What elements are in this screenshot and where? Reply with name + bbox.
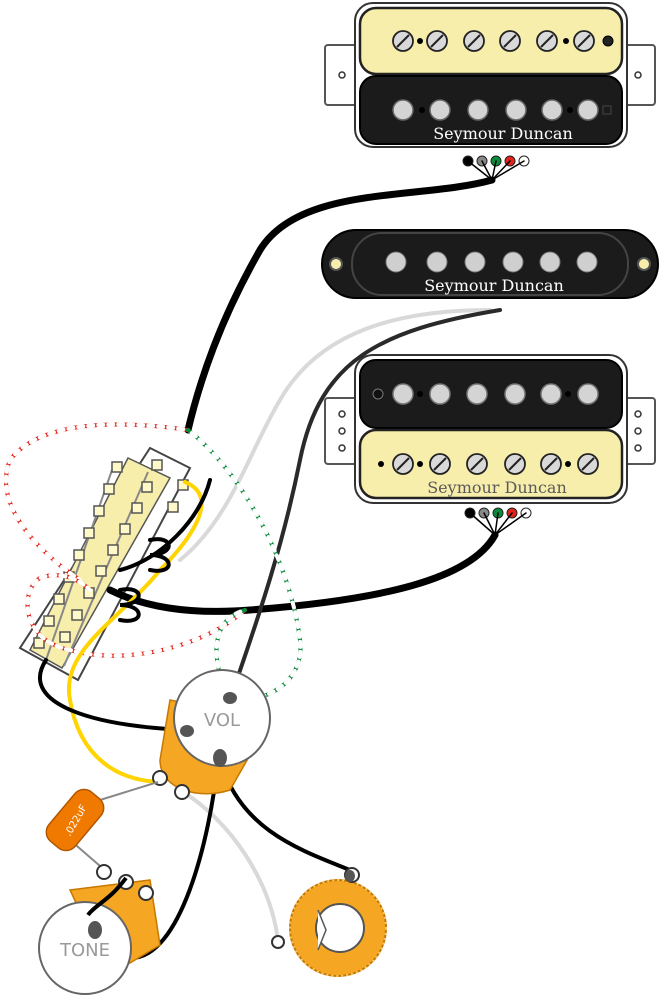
tone-pot: TONE — [38, 864, 161, 995]
volume-pot: VOL — [152, 669, 272, 800]
tone-label: TONE — [59, 940, 110, 961]
capacitor: .022uF — [45, 781, 159, 867]
bridge-humbucker: Seymour Duncan — [324, 2, 656, 167]
middle-pole-pieces — [385, 251, 598, 273]
middle-black-wire — [228, 308, 502, 702]
volume-label: VOL — [204, 710, 240, 731]
tone-knob[interactable] — [38, 901, 132, 995]
switch-lugs — [33, 459, 189, 649]
middle-mount-hole-left — [329, 257, 343, 271]
volume-to-jack-ground — [178, 788, 280, 942]
wires — [4, 160, 527, 961]
bridge-cable — [184, 176, 496, 434]
neck-cable — [106, 531, 499, 615]
capacitor-body — [45, 788, 105, 852]
neck-humbucker: Seymour Duncan — [324, 354, 656, 519]
tone-lug-right — [138, 885, 154, 901]
neck-black-coil — [359, 359, 623, 429]
neck-brand-label: Seymour Duncan — [427, 478, 567, 497]
bridge-brand-label: Seymour Duncan — [433, 124, 573, 143]
jack-socket — [315, 903, 365, 953]
neck-cream-coil — [358, 428, 624, 500]
middle-mount-hole-right — [637, 257, 651, 271]
bridge-black-coil — [359, 75, 623, 145]
jack-sleeve-lug — [271, 935, 285, 949]
volume-lug-middle — [174, 784, 190, 800]
tone-lug-left — [96, 864, 112, 880]
output-jack — [271, 867, 387, 977]
bridge-cream-coil — [358, 6, 624, 76]
middle-single-coil: Seymour Duncan — [321, 229, 659, 299]
switch-to-volume-wire — [38, 658, 187, 732]
volume-to-jack-hot — [218, 758, 352, 872]
middle-coil-body — [321, 229, 659, 299]
middle-white-wire — [178, 308, 492, 562]
middle-brand-label: Seymour Duncan — [424, 276, 564, 295]
yellow-wire — [66, 480, 204, 784]
five-way-switch — [18, 446, 192, 682]
